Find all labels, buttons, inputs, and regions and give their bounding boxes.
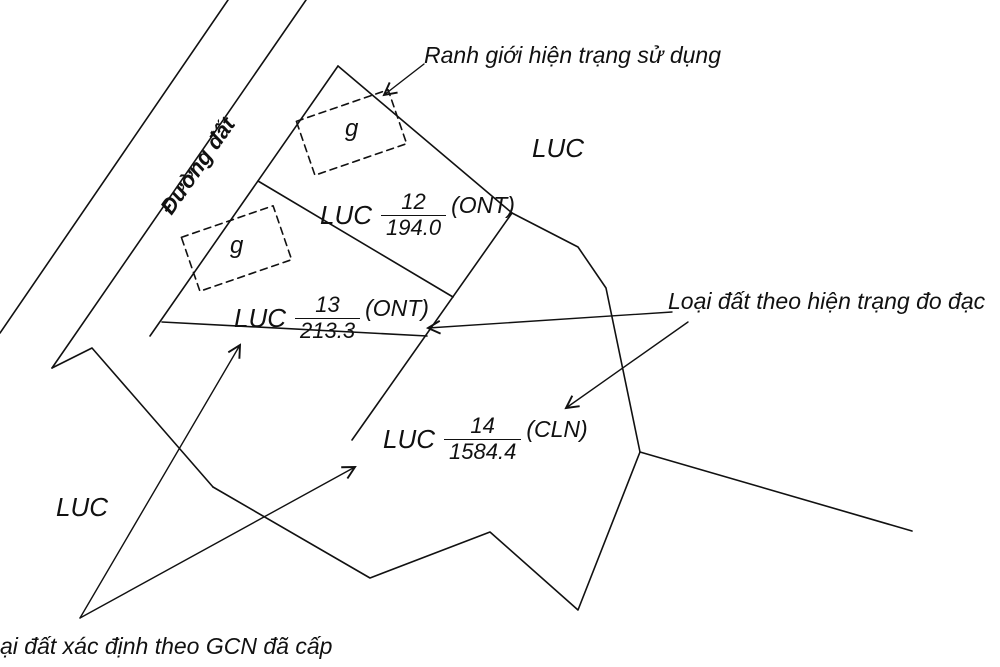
parcel12-13-divider-line	[257, 180, 454, 298]
parcel13-house-type: (ONT)	[365, 294, 429, 321]
arrow-measured-note-to-parcel14	[566, 321, 689, 408]
parcel13-label: LUC 13 213.3 (ONT)	[234, 292, 429, 344]
structure13-label: g	[230, 232, 244, 259]
parcel13-bottom-edge-line	[161, 321, 428, 337]
parcel14-label: LUC 14 1584.4 (CLN)	[383, 413, 588, 465]
parcel14-area: 1584.4	[444, 438, 522, 465]
parcel14-house-type: (CLN)	[526, 415, 588, 442]
parcel12-number: 12	[401, 189, 426, 214]
parcel12-fraction: 12 194.0	[381, 189, 447, 241]
parcel12-area: 194.0	[381, 214, 447, 241]
boundary-note-label: Ranh giới hiện trạng sử dụng	[424, 42, 722, 68]
south-boundary-line	[212, 451, 641, 611]
adjacent-land-label-top: LUC	[532, 133, 585, 163]
arrow-gcn-note-to-parcel14	[79, 467, 355, 619]
arrow-gcn-note-to-parcel13	[79, 345, 240, 619]
parcel12-house-type: (ONT)	[451, 191, 515, 218]
parcel12-top-edge-line	[337, 65, 513, 214]
parcel13-land-use: LUC	[234, 302, 287, 333]
arrow-boundary-note	[384, 63, 425, 95]
east-outgoing-boundary-line	[639, 451, 913, 532]
gcn-type-note-label: ại đất xác định theo GCN đã cấp	[0, 633, 333, 659]
parcel12-land-use: LUC	[320, 199, 373, 230]
arrow-measured-note-to-parcel13	[428, 311, 673, 328]
parcel-left-edge-line	[149, 65, 339, 337]
structure12-dashed-outline	[295, 88, 408, 177]
northeast-boundary-line	[511, 212, 641, 453]
adjacent-land-label-bottom: LUC	[56, 492, 109, 522]
structure13-dashed-outline	[180, 204, 293, 293]
parcel13-fraction: 13 213.3	[295, 292, 361, 344]
parcel12-label: LUC 12 194.0 (ONT)	[320, 189, 515, 241]
measured-type-note-label: Loại đất theo hiện trạng đo đạc	[668, 288, 986, 314]
structure12-label: g	[345, 115, 359, 142]
parcel13-number: 13	[315, 292, 340, 317]
parcel13-area: 213.3	[295, 317, 361, 344]
road-edge-right-line	[51, 0, 307, 369]
parcel14-land-use: LUC	[383, 423, 436, 454]
road-edge-left-line	[0, 0, 229, 334]
parcel14-fraction: 14 1584.4	[444, 413, 522, 465]
west-boundary-line	[51, 347, 214, 488]
parcel14-number: 14	[470, 413, 495, 438]
